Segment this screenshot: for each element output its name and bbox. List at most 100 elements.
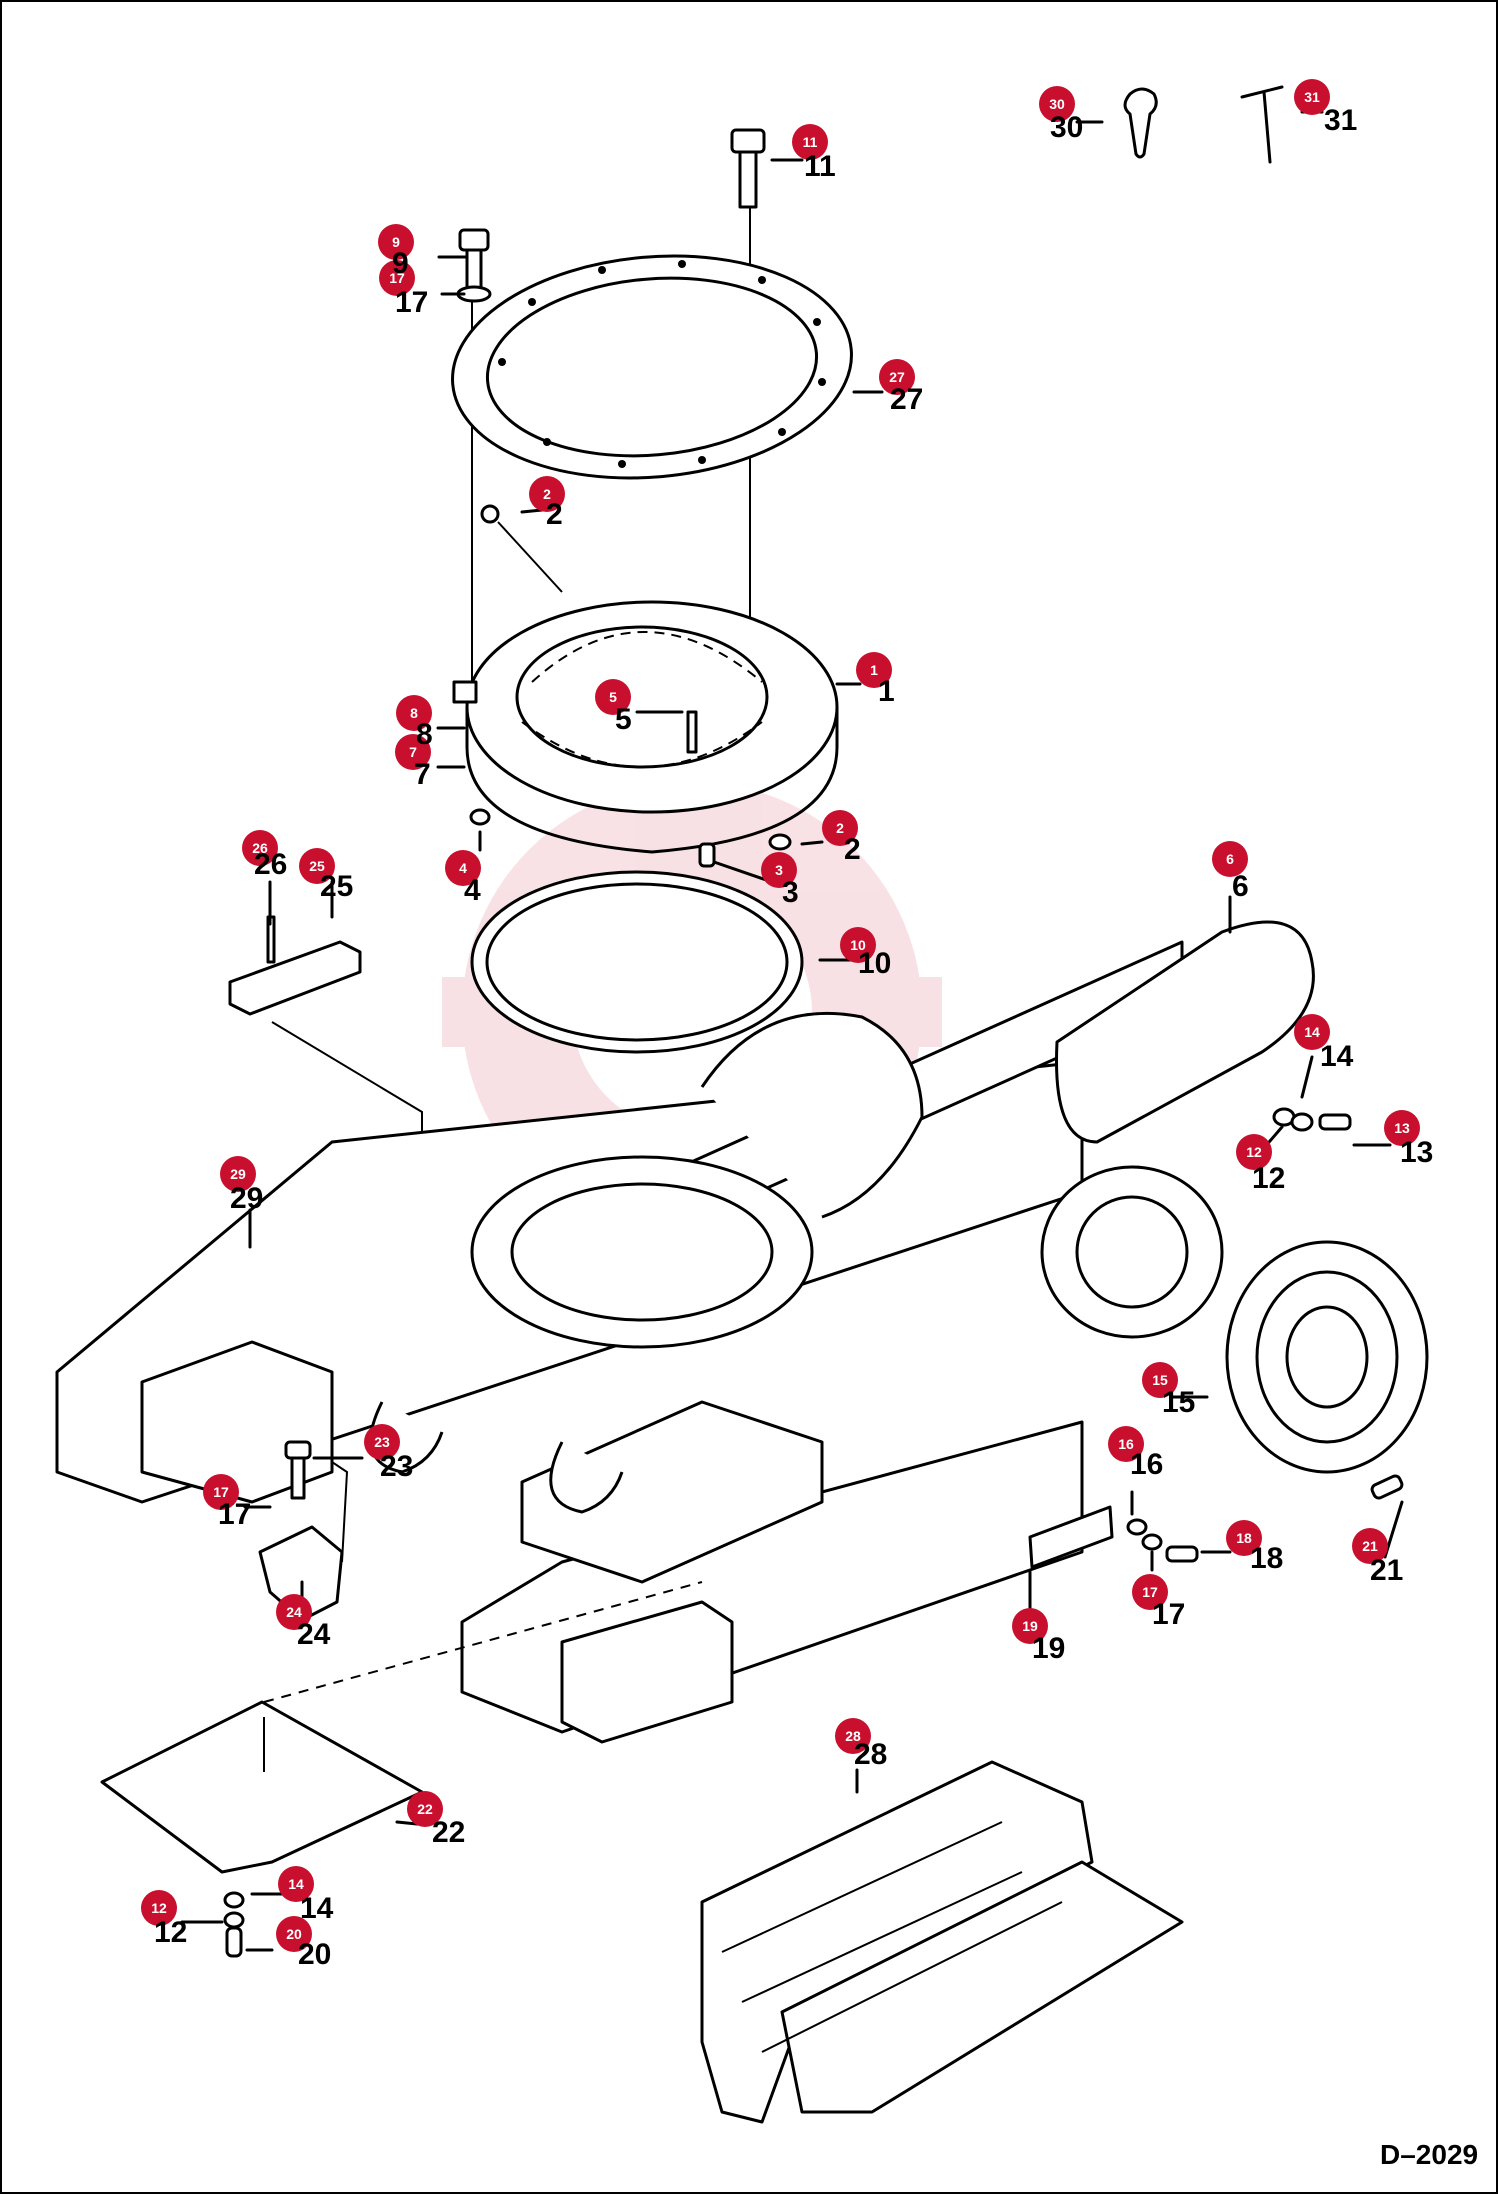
callout-badge[interactable]: 29 xyxy=(220,1156,256,1192)
callout-number: 17 xyxy=(389,270,405,286)
part-3-fitting-icon xyxy=(698,842,716,868)
callout-badge[interactable]: 15 xyxy=(1142,1362,1178,1398)
part-number: 1 xyxy=(878,675,895,708)
part-number: 23 xyxy=(380,1450,413,1483)
callout-badge[interactable]: 18 xyxy=(1226,1520,1262,1556)
part-22-cover xyxy=(100,1581,703,1874)
part-number: 21 xyxy=(1370,1554,1403,1587)
callout-number: 11 xyxy=(803,134,818,150)
callout-number: 10 xyxy=(850,937,866,953)
part-number: 12 xyxy=(1252,1162,1285,1195)
part-number: 7 xyxy=(414,758,431,791)
callout-number: 26 xyxy=(252,840,268,856)
part-number: 26 xyxy=(254,848,287,881)
part-number: 2 xyxy=(844,833,861,866)
part-number: 17 xyxy=(1152,1598,1185,1631)
callout-badge[interactable]: 12 xyxy=(1236,1134,1272,1170)
callout-circle xyxy=(299,848,335,884)
callout-circle xyxy=(1352,1528,1388,1564)
callout-badge[interactable]: 7 xyxy=(395,734,431,770)
callout-badge[interactable]: 17 xyxy=(203,1474,239,1510)
part-18-bolt-icon xyxy=(1126,1518,1199,1563)
callout-number: 23 xyxy=(374,1434,390,1450)
callout-badge[interactable]: 30 xyxy=(1039,86,1075,122)
part-number: 15 xyxy=(1162,1386,1195,1419)
part-4-plug-icon xyxy=(469,808,491,826)
callout-badge[interactable]: 12 xyxy=(141,1890,177,1926)
callout-badge[interactable]: 20 xyxy=(276,1916,312,1952)
callout-circle xyxy=(1012,1608,1048,1644)
callout-circle xyxy=(364,1424,400,1460)
callout-badge[interactable]: 14 xyxy=(1294,1014,1330,1050)
callout-number: 18 xyxy=(1236,1530,1252,1546)
callout-circle xyxy=(1039,86,1075,122)
part-number: 18 xyxy=(1250,1542,1283,1575)
callout-badge[interactable]: 17 xyxy=(1132,1574,1168,1610)
callout-circle xyxy=(595,679,631,715)
callout-badge[interactable]: 8 xyxy=(396,695,432,731)
callout-badge[interactable]: 16 xyxy=(1108,1426,1144,1462)
callout-badge[interactable]: 3 xyxy=(761,852,797,888)
callout-circle xyxy=(822,810,858,846)
callout-badge[interactable]: 25 xyxy=(299,848,335,884)
callout-circle xyxy=(379,260,415,296)
leader-line xyxy=(800,840,824,846)
callout-circle xyxy=(761,852,797,888)
callout-circle xyxy=(1294,79,1330,115)
callout-circle xyxy=(276,1916,312,1952)
part-5-pin-icon xyxy=(686,710,698,754)
part-23-bolt-icon xyxy=(284,1440,312,1500)
callout-badge[interactable]: 9 xyxy=(378,224,414,260)
callout-circle xyxy=(1132,1574,1168,1610)
callout-badge[interactable]: 28 xyxy=(835,1718,871,1754)
callout-badge[interactable]: 4 xyxy=(445,850,481,886)
leader-line xyxy=(395,1820,419,1826)
callout-badge[interactable]: 5 xyxy=(595,679,631,715)
callout-badge[interactable]: 1 xyxy=(856,652,892,688)
callout-badge[interactable]: 27 xyxy=(879,359,915,395)
callout-number: 17 xyxy=(1142,1584,1158,1600)
callout-circle xyxy=(1108,1426,1144,1462)
callout-badge[interactable]: 31 xyxy=(1294,79,1330,115)
callout-badge[interactable]: 2 xyxy=(529,476,565,512)
callout-number: 30 xyxy=(1049,96,1065,112)
part-1-swing-bearing xyxy=(452,600,839,854)
callout-circle xyxy=(396,695,432,731)
callout-badge[interactable]: 21 xyxy=(1352,1528,1388,1564)
callout-circle xyxy=(1226,1520,1262,1556)
part-20-bolt-icon xyxy=(223,1891,245,1958)
callout-badge[interactable]: 26 xyxy=(242,830,278,866)
callout-badge[interactable]: 11 xyxy=(792,124,828,160)
callout-badge[interactable]: 19 xyxy=(1012,1608,1048,1644)
part-number: 14 xyxy=(1320,1040,1354,1073)
callout-number: 31 xyxy=(1304,89,1320,105)
part-9-bolt-icon xyxy=(456,228,492,692)
callout-badge[interactable]: 23 xyxy=(364,1424,400,1460)
leader-line xyxy=(712,860,774,884)
part-2-grease-fitting-lower-icon xyxy=(768,833,792,851)
part-28-rubber-track xyxy=(700,1760,1184,2124)
callout-number: 9 xyxy=(392,234,400,250)
callout-circle xyxy=(1384,1110,1420,1146)
callout-number: 24 xyxy=(286,1604,302,1620)
callout-number: 5 xyxy=(609,689,617,705)
callout-badge[interactable]: 13 xyxy=(1384,1110,1420,1146)
callout-number: 13 xyxy=(1394,1120,1410,1136)
part-number: 30 xyxy=(1050,111,1083,144)
callout-number: 2 xyxy=(836,820,844,836)
callout-badge[interactable]: 10 xyxy=(840,927,876,963)
callout-badge[interactable]: 6 xyxy=(1212,841,1248,877)
part-number: 10 xyxy=(858,947,891,980)
part-number: 28 xyxy=(854,1738,887,1771)
callout-number: 12 xyxy=(1246,1144,1262,1160)
callout-circle xyxy=(395,734,431,770)
callout-badge[interactable]: 22 xyxy=(407,1791,443,1827)
callout-badge[interactable]: 14 xyxy=(278,1866,314,1902)
callout-circle xyxy=(220,1156,256,1192)
callout-badge[interactable]: 17 xyxy=(379,260,415,296)
part-31-t-handle-icon xyxy=(1240,85,1284,164)
callout-badge[interactable]: 24 xyxy=(276,1594,312,1630)
callout-badge[interactable]: 2 xyxy=(822,810,858,846)
